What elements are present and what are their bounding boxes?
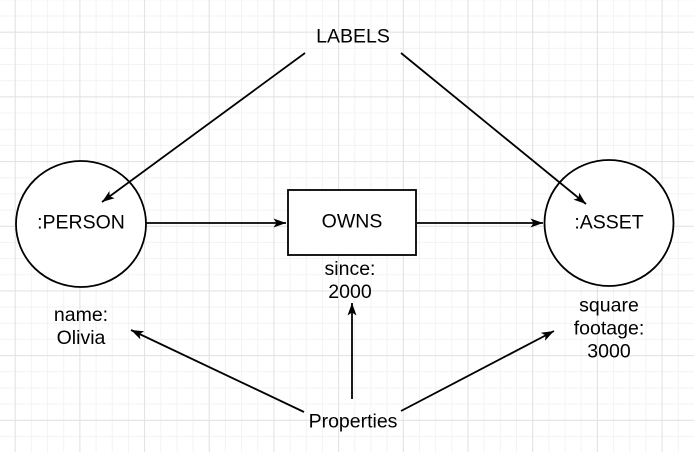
owns-relationship-box[interactable] (287, 189, 417, 256)
arrow-properties-to-footage[interactable] (400, 330, 555, 412)
person-node-label[interactable]: :PERSON (37, 211, 125, 234)
asset-node-circle[interactable] (543, 159, 675, 287)
asset-property-text[interactable]: square footage: 3000 (573, 294, 645, 363)
arrow-labels-to-person[interactable] (101, 52, 306, 203)
asset-node-label[interactable]: :ASSET (574, 211, 644, 234)
labels-annotation[interactable]: LABELS (316, 25, 390, 48)
arrow-labels-to-asset[interactable] (400, 52, 587, 205)
person-property-text[interactable]: name: Olivia (53, 304, 109, 349)
owns-relationship-label[interactable]: OWNS (321, 210, 383, 233)
properties-annotation[interactable]: Properties (308, 410, 398, 433)
arrow-properties-to-name[interactable] (130, 329, 305, 413)
owns-property-text[interactable]: since: 2000 (324, 258, 376, 303)
